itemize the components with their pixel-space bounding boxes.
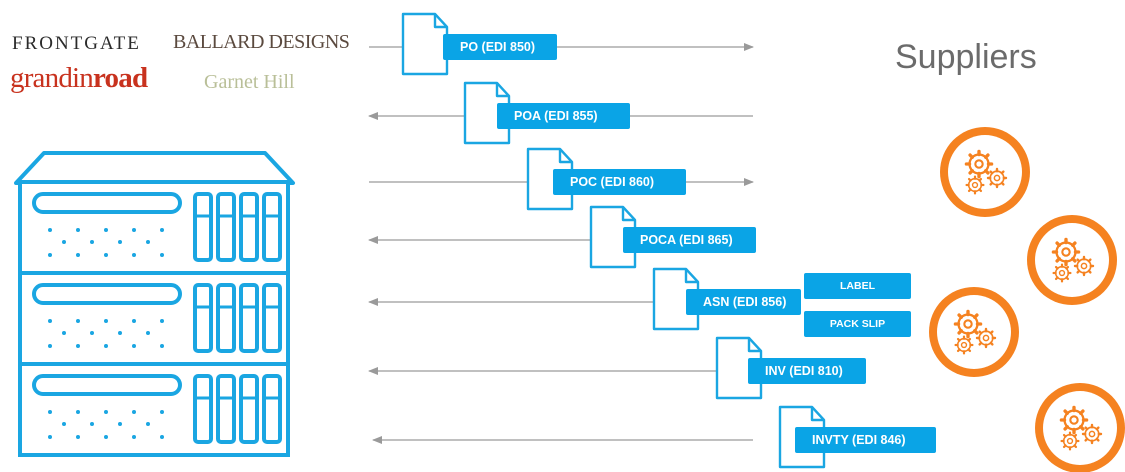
suppliers-title: Suppliers [895,38,1037,76]
edi-message-label-5: ASN (EDI 856) [686,289,801,315]
server-rack-icon [14,151,295,457]
brand-frontgate: FRONTGATE [12,33,141,54]
edi-message-label-7: INVTY (EDI 846) [795,427,936,453]
supplier-gears-icon-2 [1027,215,1117,305]
brand-ballard-designs: BALLARD DESIGNS [173,31,350,53]
edi-attachment-label-2: PACK SLIP [804,311,911,337]
edi-message-label-2: POA (EDI 855) [497,103,630,129]
supplier-gears-icon-1 [940,127,1030,217]
supplier-gears-icon-3 [929,287,1019,377]
edi-message-label-3: POC (EDI 860) [553,169,686,195]
edi-message-label-1: PO (EDI 850) [443,34,557,60]
edi-message-label-4: POCA (EDI 865) [623,227,756,253]
edi-message-label-6: INV (EDI 810) [748,358,866,384]
brand-grandinroad: grandinroad [10,62,148,94]
edi-attachment-label-1: LABEL [804,273,911,299]
brand-garnet-hill: Garnet Hill [204,71,295,93]
supplier-gears-icon-4 [1035,383,1125,472]
document-icon-1 [401,12,449,76]
